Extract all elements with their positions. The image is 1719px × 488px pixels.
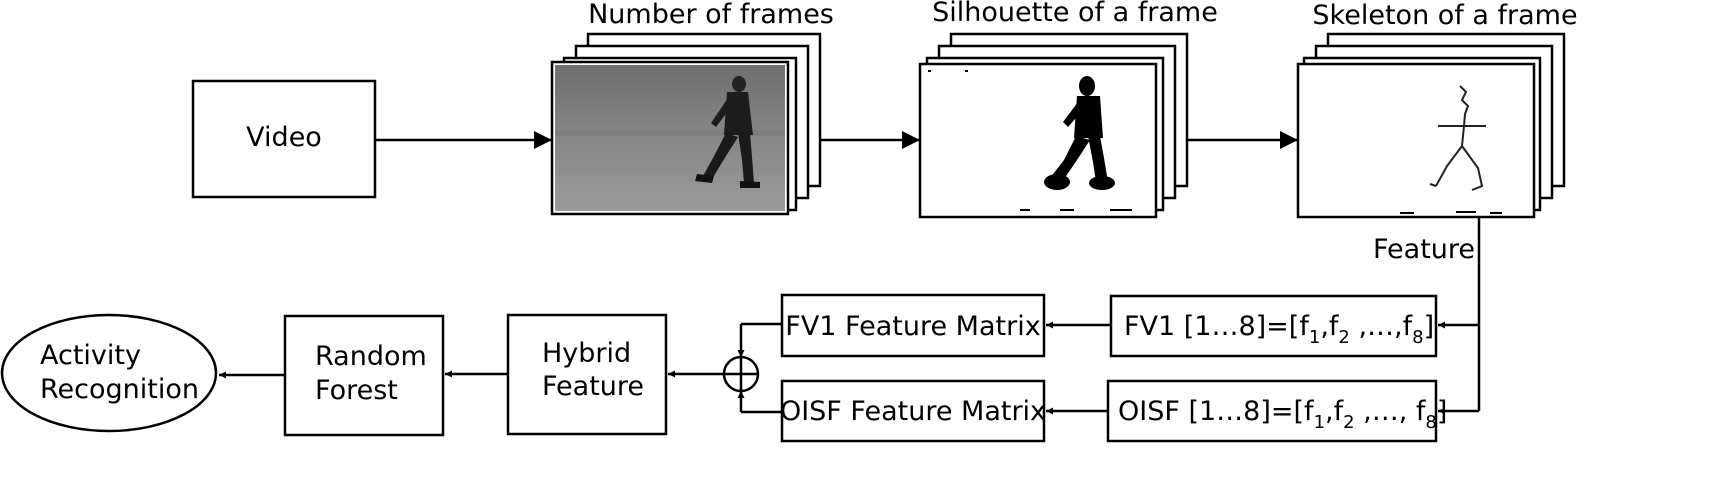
- video-box: [191, 79, 377, 199]
- oisf-vector-text: OISF [1…8]=[f1,f2 ,…, f8]: [1118, 396, 1447, 433]
- fv1-vector-text: FV1 [1…8]=[f1,f2 ,…,f8]: [1124, 311, 1434, 348]
- frames-stack: [550, 32, 822, 216]
- silhouette-image: [928, 70, 1132, 211]
- silhouette-stack: [918, 32, 1189, 219]
- hybrid-label-line2: Feature: [542, 371, 644, 402]
- oisf-matrix-box: [780, 379, 1046, 443]
- random-forest-label-line1: Random: [315, 341, 427, 372]
- activity-label-line1: Activity: [40, 340, 141, 371]
- hybrid-label-line1: Hybrid: [542, 338, 631, 369]
- fv1-matrix-box: [780, 293, 1046, 358]
- oisf-matrix-label: OISF Feature Matrix: [780, 396, 1046, 427]
- random-forest-label-line2: Forest: [315, 375, 398, 406]
- silhouette-title: Silhouette of a frame: [932, 0, 1218, 28]
- fv1-vector-box: [1109, 294, 1438, 358]
- activity-recognition-ellipse: [0, 313, 218, 433]
- random-forest-box: [283, 314, 445, 437]
- skeleton-image: [1429, 85, 1486, 191]
- frames-title: Number of frames: [588, 0, 834, 30]
- activity-label-line2: Recognition: [40, 374, 199, 405]
- feature-label: Feature: [1373, 234, 1475, 265]
- video-label: Video: [246, 122, 322, 153]
- walking-person-photo: [555, 65, 785, 211]
- fv1-matrix-label: FV1 Feature Matrix: [785, 311, 1040, 342]
- skeleton-stack: [1296, 32, 1566, 219]
- combine-plus-icon: [722, 355, 760, 393]
- skeleton-title: Skeleton of a frame: [1312, 0, 1577, 31]
